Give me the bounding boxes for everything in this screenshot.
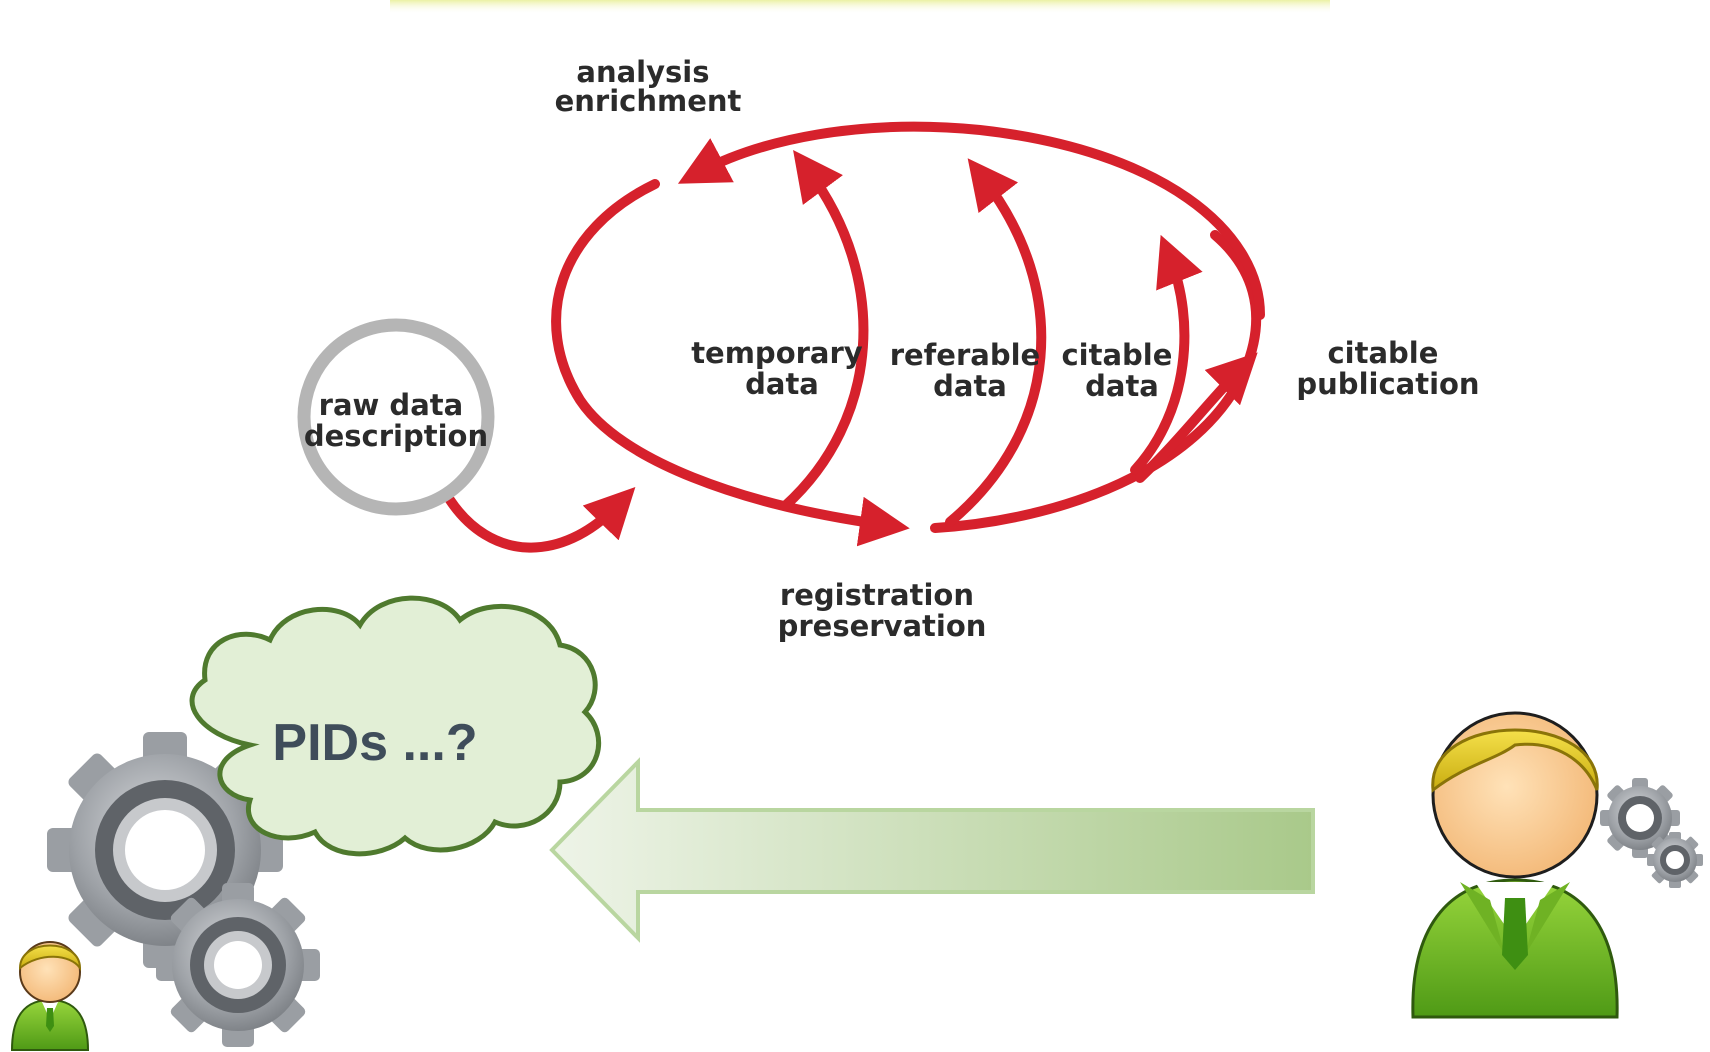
label-citable-publication-line1: citable [1327,336,1438,370]
lifecycle-cycle [445,121,1265,553]
citable-publication-arrow [1135,352,1258,483]
label-temporary: temporary data [691,336,873,401]
label-temporary-line1: temporary [691,336,863,370]
label-raw-data-line2: description [304,419,488,453]
label-analysis-line1: analysis [576,55,709,89]
person-icon-large [1411,711,1619,1019]
label-referable-line1: referable [890,338,1041,372]
cycle-left-arc [551,179,910,547]
referable-data-arrow [945,158,1047,527]
label-citable-publication-line2: publication [1296,367,1479,401]
cycle-top-arc [677,121,1265,320]
label-registration-line1: registration [780,578,974,612]
label-citable-data: citable data [1061,338,1182,403]
top-glow [390,0,1330,14]
label-raw-data-line1: raw data [319,388,464,422]
label-registration-line2: preservation [778,609,987,643]
gear-icon-right-large [1600,778,1680,858]
label-citable-data-line1: citable [1061,338,1172,372]
temporary-data-arrow [780,149,869,511]
citable-data-arrow [1130,234,1203,475]
left-arrow-icon [549,757,1315,943]
gear-icon-small [156,883,320,1047]
label-referable-line2: data [933,369,1007,403]
raw-to-cycle-arrow [445,487,636,553]
label-registration: registration preservation [778,578,987,643]
label-referable: referable data [890,338,1051,403]
cloud-text: PIDs ...? [272,714,477,772]
thought-cloud-icon [189,595,602,857]
gear-icon-large [47,732,283,968]
label-citable-publication: citable publication [1296,336,1479,401]
gear-icon-right-small [1647,832,1703,888]
label-raw-data: raw data description [304,388,488,453]
raw-data-ring [297,318,495,516]
label-analysis-line2: enrichment [555,84,742,118]
person-icon-small [10,941,90,1051]
label-citable-data-line2: data [1085,369,1159,403]
label-temporary-line2: data [745,367,819,401]
label-analysis: analysis enrichment [555,55,742,118]
